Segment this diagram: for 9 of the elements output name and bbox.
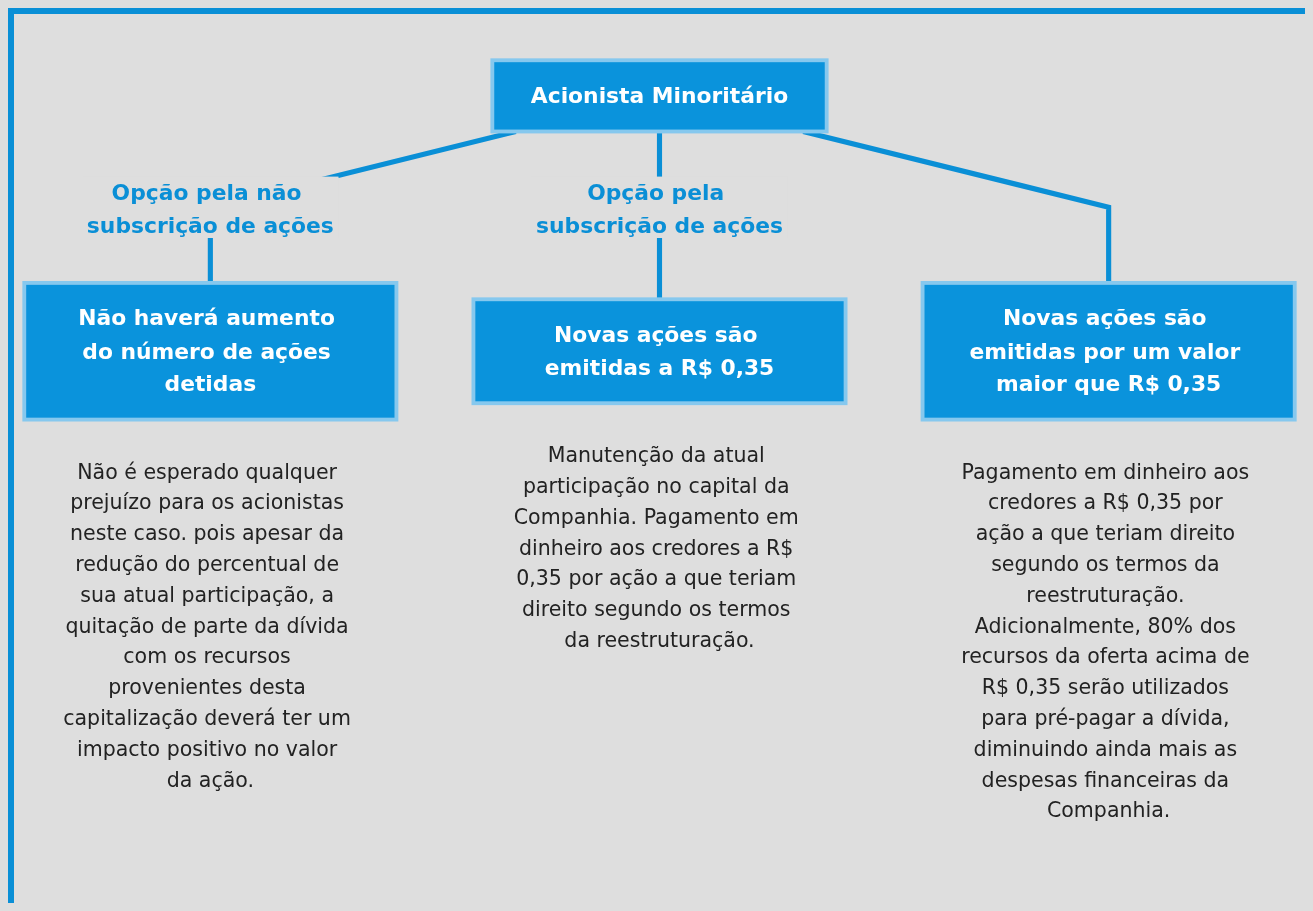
edge-label: Opção pela não subscrição de ações <box>86 179 334 238</box>
node-box: Novas ações são emitidas por um valor maior que R$ 0,35 <box>920 281 1297 422</box>
node-box: Não haverá aumento do número de ações detidas <box>22 281 399 422</box>
node-label: Manutenção da atual participação no capital da Companhia. Pagamento em dinheiro aos credores a R$ 0,35 por ação a que teriam direito segundo os termos da reestruturação. <box>513 443 799 653</box>
edge-label: Opção pela subscrição de ações <box>536 179 783 238</box>
node-label: Não é esperado qualquer prejuízo para os acionistas neste caso. pois apesar da redução do percentual de sua atual participação, a quitação de parte da dívida com os recursos provenientes desta capitalização deverá ter um impacto positivo no valor da ação. <box>63 459 351 793</box>
node-label: Pagamento em dinheiro aos credores a R$ 0,35 por ação a que teriam direito segundo os termos da reestruturação. Adicionalmente, 80% dos recursos da oferta acima de R$ 0,35 serão utilizados para pré-pagar a dívida, diminuindo ainda mais as despesas financeiras da Companhia. <box>961 459 1250 823</box>
node-box: Acionista Minoritário <box>490 58 829 134</box>
node-box: Novas ações são emitidas a R$ 0,35 <box>471 297 848 406</box>
